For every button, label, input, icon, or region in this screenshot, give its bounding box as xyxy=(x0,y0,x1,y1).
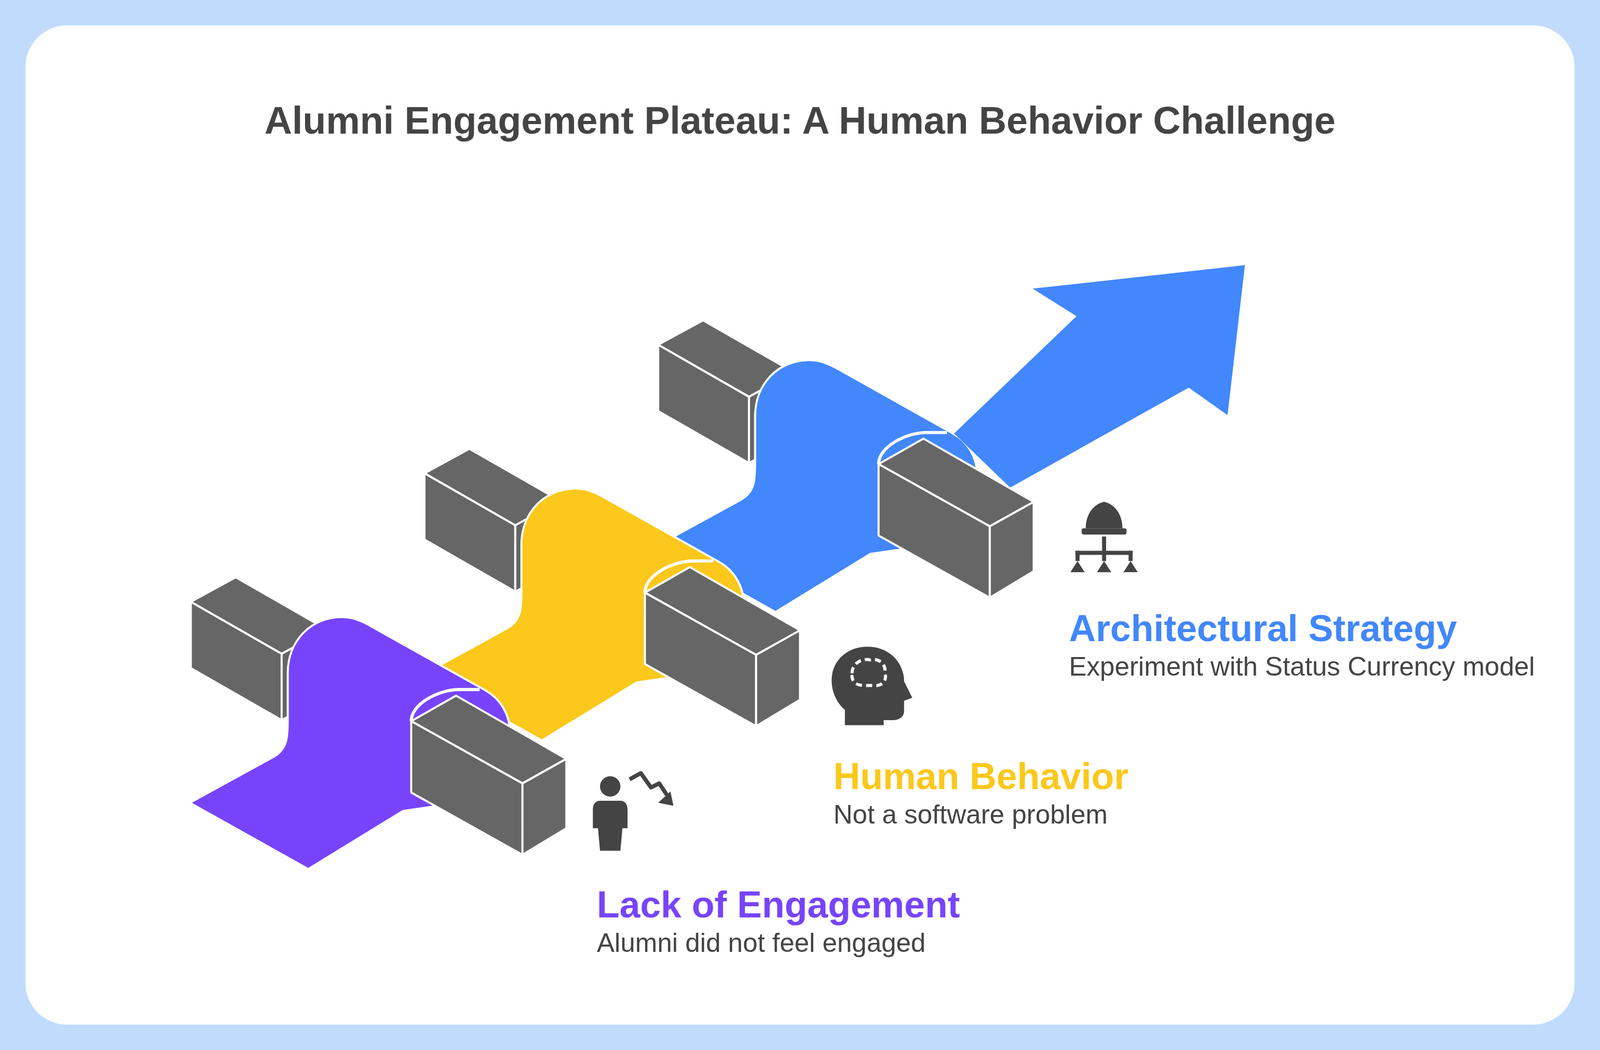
purple-step xyxy=(189,577,567,870)
person-decline-icon xyxy=(593,773,674,851)
step-heading: Human Behavior xyxy=(833,755,1311,799)
step-label: Lack of EngagementAlumni did not feel en… xyxy=(596,883,1075,961)
step-description: Experiment with Status Currency model xyxy=(1068,650,1547,684)
growth-arrow xyxy=(953,265,1245,488)
grey-block xyxy=(878,432,1034,599)
step-description: Alumni did not feel engaged xyxy=(596,926,1075,961)
diagram-title: Alumni Engagement Plateau: A Human Behav… xyxy=(0,98,1600,143)
hierarchy-helmet-icon xyxy=(1070,501,1138,573)
step-description: Not a software problem xyxy=(833,798,1311,832)
head-brain-icon xyxy=(831,646,913,726)
step-label: Human BehaviorNot a software problem xyxy=(833,755,1311,832)
step-label: Architectural StrategyExperiment with St… xyxy=(1068,607,1547,684)
grey-block xyxy=(411,689,567,856)
grey-block xyxy=(645,561,800,727)
step-heading: Architectural Strategy xyxy=(1068,607,1547,651)
step-heading: Lack of Engagement xyxy=(596,883,1075,927)
